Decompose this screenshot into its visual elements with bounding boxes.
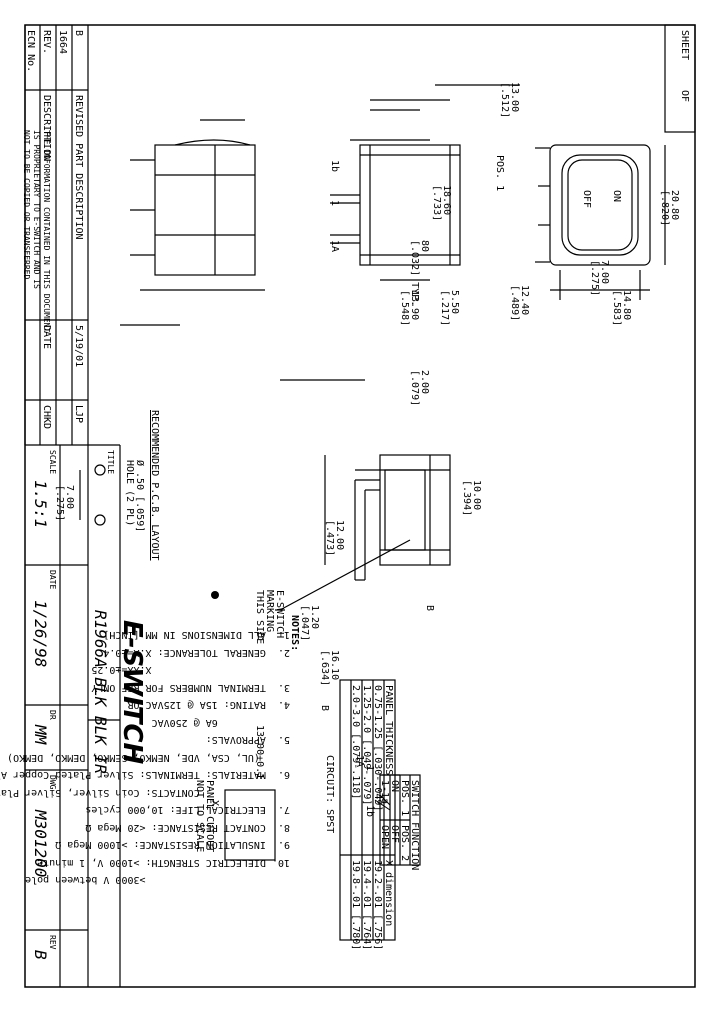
note-line: 2. GENERAL TOLERANCE: X.X=±0.4 (103, 646, 290, 658)
top-view-height-dim-inch: [.820] (659, 190, 670, 227)
side-pos-label: POS. 1 (494, 155, 505, 192)
rev-block-value: B (31, 950, 50, 960)
revised-description-header: REVISED PART DESCRIPTION (73, 95, 84, 240)
proprietary-note-3: NOT TO BE COPIED OR TRANSFERRED (22, 130, 31, 280)
side-dim-bottom: 12.40 (519, 285, 530, 316)
panel-row-2-thickness: 1.25-2.0 [.049-.079] (361, 685, 372, 806)
rev-value: B (73, 30, 84, 37)
circuit-label-1b: 1b (364, 805, 375, 818)
ecn-header: ECN No. (25, 30, 36, 73)
side-term-1: 1 (329, 200, 340, 207)
switch-function-row-2-pos2: OPEN (379, 825, 390, 850)
side-term-1b: 1b (329, 160, 340, 173)
pcb-spacing-dim: 7.00 (64, 485, 75, 510)
panel-row-3-thickness: 2.0-3.0 [.079-.118] (350, 685, 361, 800)
rocker-off-label: OFF (581, 190, 592, 209)
panel-row-3-x: 19.8-.01 [.780] (350, 860, 361, 951)
side-dim-body-inch: [.733] (431, 185, 442, 222)
scale-value: 1.5:1 (31, 480, 50, 529)
switch-function-title: SWITCH FUNCTION (409, 780, 420, 871)
front-dim-e: 16.10 (329, 650, 340, 681)
panel-row-1-x: 19.2-.01 [.756] (372, 860, 383, 951)
notes-rev-marker: B (424, 605, 435, 612)
note-line: 10. DIELECTRIC STRENGTH: >1000 V, 1 minu… (37, 856, 290, 868)
note-line: 7. ELECTRICAL LIFE: 10,000 cycles (85, 804, 290, 815)
switch-function-row-1-pos1: ON (389, 780, 400, 793)
chkd-value: LJP (73, 405, 84, 424)
note-line: 1. ALL DIMENSIONS IN MM [INCH] (103, 629, 290, 640)
chkd-header: CHKD (41, 405, 52, 430)
side-dim-terminal: 7.00 (599, 260, 610, 285)
dr-value: MM (31, 725, 50, 745)
switch-function-row-1-pos2: OFF (389, 825, 400, 844)
front-dim-d: 1.20 (309, 605, 320, 630)
side-dim-top-inch: [.512] (499, 82, 510, 119)
front-dim-b: 10.00 (471, 480, 482, 511)
date-value: 1/26/98 (31, 600, 50, 668)
note-line: 6. MATERIALS: TERMINALS: Silver Plated C… (0, 769, 290, 780)
marking-note-2: MARKING (264, 590, 275, 633)
front-dim-e-inch: [.634] (319, 650, 330, 687)
dr-label: DR (48, 710, 57, 720)
note-line: >3000 V between pole (25, 874, 290, 885)
note-line: CONTACTS: Coin Silver, Silver Plated (0, 786, 290, 798)
rocker-on-label: ON (611, 190, 622, 203)
side-dim-top: 13.00 (509, 82, 520, 113)
circuit-rev-marker: B (319, 705, 330, 712)
note-line: 8. CONTACT RESISTANCE: <20 Mega Ω (85, 821, 290, 833)
note-line: X.XX=±0.25 (91, 664, 290, 675)
note-line: 3. TERMINAL NUMBERS FOR REF ONLY (91, 681, 290, 693)
side-dim-pin: 80 (419, 240, 430, 253)
circuit-caption: CIRCUIT: SPST (324, 755, 335, 834)
rev-date-value: 5/19/01 (73, 325, 84, 368)
rev-header: REV. (41, 30, 52, 55)
top-view-height-dim: 20.80 (669, 190, 680, 221)
panel-table-header-thickness: PANEL THICKNESS (383, 685, 394, 776)
proprietary-note-1: THE INFORMATION CONTAINED IN THIS DOCUME… (42, 130, 51, 333)
note-line: 9. INSULATION RESISTANCE: >1000 Mega Ω (55, 839, 290, 850)
panel-table-header-x: X dimension (383, 860, 394, 927)
side-dim-bottom-inch: [.489] (509, 285, 520, 322)
ecn-value: 1664 (57, 30, 68, 55)
pcb-spacing-dim-inch: [.275] (54, 485, 65, 522)
front-dim-a: 2.00 (419, 370, 430, 395)
front-dim-d-inch: [.047] (299, 605, 310, 642)
switch-function-header-pos1: POS. 1 (399, 780, 410, 817)
front-dim-a-inch: [.079] (409, 370, 420, 407)
panel-row-2-x: 19.4-.01 [.764] (361, 860, 372, 951)
switch-function-header-pos2: POS. 2 (399, 825, 410, 862)
rev-label: REV (48, 935, 57, 950)
side-dim-right: 5.50 (449, 290, 460, 315)
note-line: (UL, CSA, VDE, NEMKO, SEMKO, DEMKO, DEMK… (7, 751, 290, 763)
note-line: 6A @ 250VAC (151, 716, 290, 728)
sheet-of-label: OF (679, 90, 690, 103)
front-dim-c: 12.00 (334, 520, 345, 551)
side-dim-body: 18.60 (441, 185, 452, 216)
title-label: TITLE (106, 450, 115, 475)
proprietary-note-2: IS PROPRIETARY TO E-SWITCH AND IS (32, 130, 41, 289)
side-term-1a: 1A (329, 240, 340, 253)
top-view-width-dim: 14.80 (621, 290, 632, 321)
side-dim-right-inch: [.217] (439, 290, 450, 327)
side-dim-terminal-inch: [.275] (589, 260, 600, 297)
note-line: 4. RATING: 15A @ 125VAC OR (127, 699, 290, 710)
circuit-label-1: 1 (364, 765, 375, 772)
side-dim-pin-inch: [.032] TYP. (409, 240, 420, 307)
date-label: DATE (48, 570, 57, 590)
top-view-width-dim-inch: [.583] (611, 290, 622, 327)
pcb-hole-dim: Ø .50 [.059] (134, 460, 145, 533)
switch-function-row-2-pos1: 1-1a (379, 780, 390, 805)
notes-title: NOTES: (289, 615, 300, 652)
scale-label: SCALE (48, 450, 57, 475)
front-dim-c-inch: [.473] (324, 520, 335, 557)
sheet-label: SHEET (679, 30, 690, 61)
note-line: 5. APPROVALS: (205, 734, 290, 745)
pcb-hole-count: HOLE (2 PL) (124, 460, 135, 527)
pcb-layout-title: RECOMMENDED P.C.B. LAYOUT (149, 410, 160, 561)
front-dim-b-inch: [.394] (461, 480, 472, 517)
